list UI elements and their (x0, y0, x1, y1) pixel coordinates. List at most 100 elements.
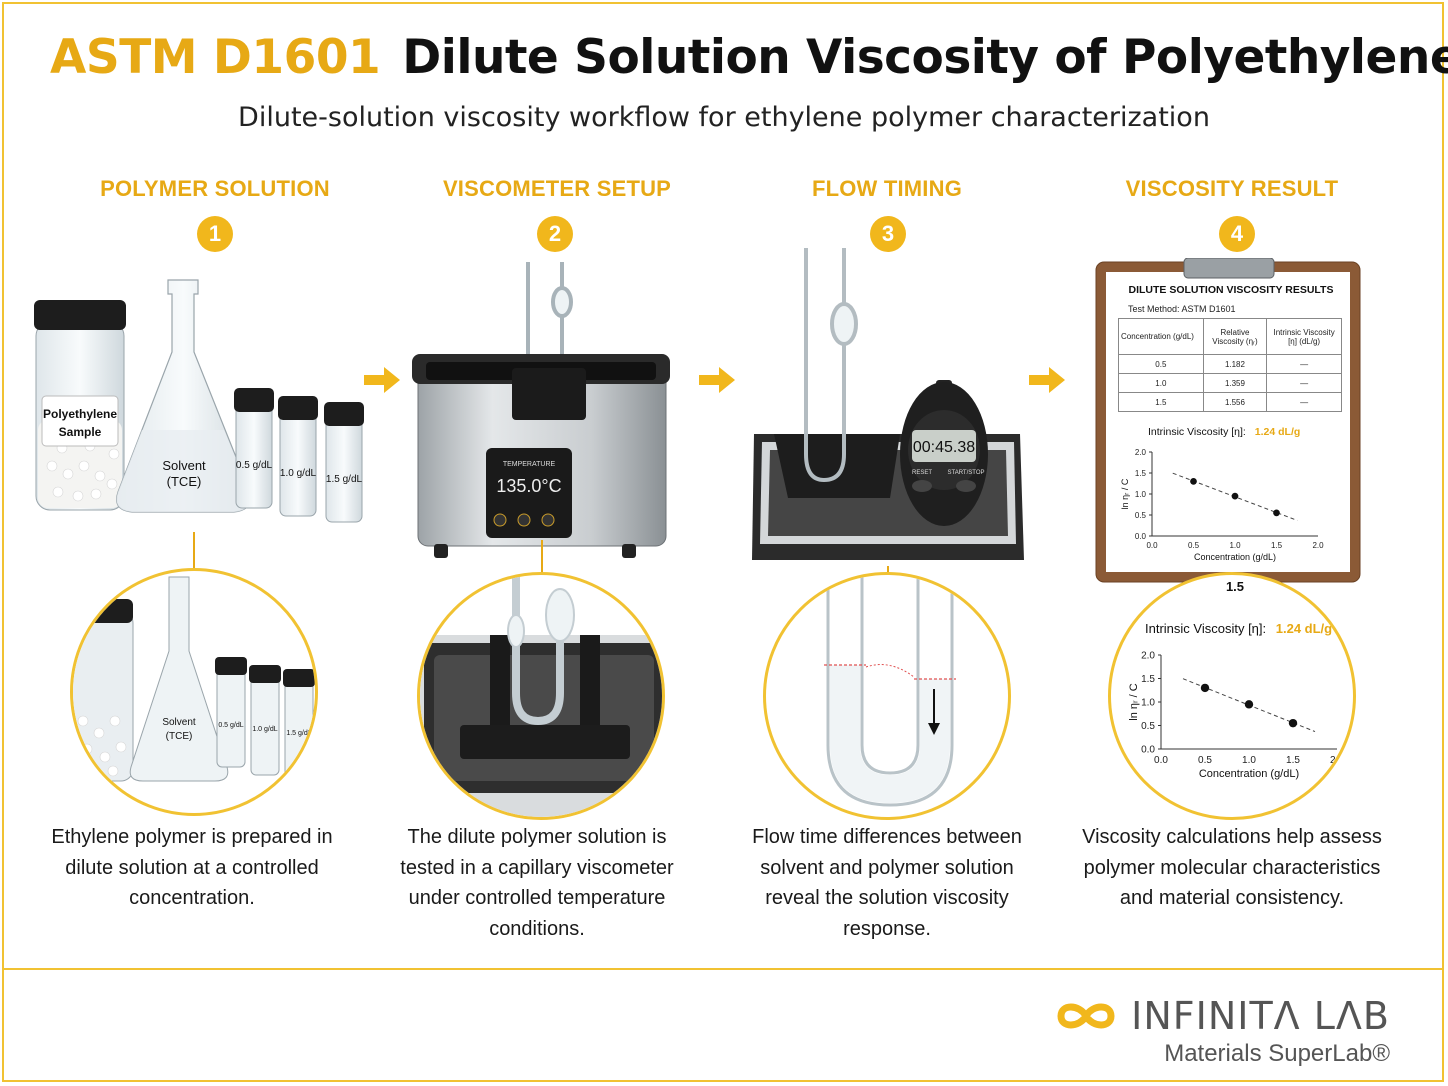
zoom-circle-viscometer (417, 572, 665, 820)
step-3-badge: 3 (870, 216, 906, 252)
table-cell: 0.5 (1118, 354, 1204, 374)
sample-jar: Polyethylene Sample (34, 300, 126, 511)
y-tick-label: 0.5 (1135, 511, 1147, 520)
y-tick-label: 1.5 (1135, 469, 1147, 478)
page-subtitle: Dilute-solution viscosity workflow for e… (238, 102, 1210, 133)
table-cell: — (1266, 354, 1342, 374)
stopwatch-reset-button[interactable] (912, 480, 932, 492)
data-point (1200, 683, 1210, 693)
zoom-flask-label-2: (TCE) (166, 731, 193, 742)
x-tick-label: 1.5 (1271, 541, 1283, 550)
x-tick-label: 0.5 (1198, 755, 1212, 766)
y-tick-label: 2.0 (1141, 651, 1155, 662)
zoom-circle-solution: Solvent (TCE) 0.5 g/dL 1.0 g/dL 1.5 g/dL (70, 568, 318, 816)
arrow-right-icon (1029, 367, 1065, 393)
jar-label-2: Sample (59, 425, 102, 439)
connector-line (541, 540, 543, 574)
y-axis-label: ln ηᵣ / C (1128, 683, 1140, 721)
step-1-badge: 1 (197, 216, 233, 252)
bath-temperature: 135.0°C (496, 476, 561, 496)
step-2-description: The dilute polymer solution is tested in… (400, 826, 674, 940)
table-row: 1.5 1.556 — (1118, 392, 1342, 412)
connector-line (887, 566, 889, 574)
viscometer-bath-scene: TEMPERATURE 135.0°C (412, 262, 670, 558)
y-tick-label: 1.0 (1141, 698, 1155, 709)
x-tick-label: 1.5 (1286, 755, 1300, 766)
results-method: Test Method: ASTM D1601 (1128, 304, 1236, 314)
zoom-circle-flow (763, 572, 1011, 820)
step-2-title: VISCOMETER SETUP (442, 176, 672, 201)
standard-code: ASTM D1601 (50, 30, 381, 85)
title-text: Dilute Solution Viscosity of Polyethylen… (402, 30, 1448, 85)
x-tick-label: 2.0 (1312, 541, 1324, 550)
stopwatch-time: 00:45.38 (913, 439, 975, 456)
bath-button-icon[interactable] (541, 513, 555, 527)
page-title: ASTM D1601 Dilute Solution Viscosity of P… (50, 30, 1448, 85)
x-tick-label: 2.0 (1330, 755, 1344, 766)
zoom-intrinsic-value: 1.24 dL/g (1275, 621, 1333, 636)
y-tick-label: 1.0 (1135, 490, 1147, 499)
jar-label-1: Polyethylene (43, 407, 117, 421)
table-row: 1.0 1.359 — (1118, 373, 1342, 393)
y-tick-label: 2.0 (1135, 448, 1147, 457)
brand-logo: INFINITΛ LΛB Materials SuperLab® (1051, 994, 1390, 1068)
arrow-right-icon (699, 367, 735, 393)
zoom-flask-label-1: Solvent (162, 717, 196, 728)
zoom-intrinsic-text: Intrinsic Viscosity [η]: (1145, 621, 1267, 636)
step-4-title: VISCOSITY RESULT (1125, 176, 1339, 201)
results-col-header: Concentration (g/dL) (1118, 318, 1204, 355)
table-cell: — (1266, 373, 1342, 393)
footer-divider (2, 968, 1444, 970)
stopwatch-reset-label: RESET (912, 470, 932, 476)
bath-display-title: TEMPERATURE (503, 461, 556, 468)
data-point (1190, 478, 1197, 485)
intrinsic-viscosity-label: Intrinsic Viscosity [η]: 1.24 dL/g (1148, 426, 1300, 438)
zoom-circle-results: 1.5 Intrinsic Viscosity [η]: 1.24 dL/g 0… (1108, 572, 1356, 820)
brand-tagline: Materials SuperLab® (1164, 1040, 1390, 1067)
data-point (1244, 700, 1254, 709)
flask-label-2: (TCE) (167, 474, 202, 489)
y-tick-label: 1.5 (1141, 674, 1155, 685)
table-cell: 1.359 (1202, 373, 1268, 393)
zoom-viscometer-illustration (420, 575, 662, 817)
stopwatch-start-button[interactable] (956, 480, 976, 492)
connector-line (193, 532, 195, 572)
step-1-description: Ethylene polymer is prepared in dilute s… (51, 826, 333, 909)
zoom-vial-label: 1.5 g/dL (286, 730, 311, 737)
table-cell: — (1266, 392, 1342, 412)
vial-label-10: 1.0 g/dL (280, 468, 317, 479)
flask-label-1: Solvent (162, 458, 206, 473)
results-clipboard: DILUTE SOLUTION VISCOSITY RESULTS Test M… (1088, 258, 1368, 586)
intrinsic-value: 1.24 dL/g (1254, 426, 1301, 438)
x-axis-label: Concentration (g/dL) (1199, 768, 1299, 780)
zoom-vial-label: 1.0 g/dL (252, 726, 277, 733)
step-2-badge: 2 (537, 216, 573, 252)
table-cell: 1.182 (1202, 354, 1268, 374)
y-tick-label: 0.0 (1141, 745, 1155, 756)
bath-button-icon[interactable] (517, 513, 531, 527)
vial-15: 1.5 g/dL (324, 402, 364, 523)
x-tick-label: 0.0 (1154, 755, 1168, 766)
vial-label-15: 1.5 g/dL (326, 474, 363, 485)
data-point (1273, 509, 1280, 517)
table-cell: 1.5 (1118, 392, 1204, 412)
infinity-icon (1057, 1003, 1115, 1029)
zoom-flow-illustration (824, 575, 956, 807)
bath-button-icon[interactable] (493, 513, 507, 527)
stopwatch-icon: 00:45.38 RESET START/STOP (900, 380, 988, 526)
table-row: 0.5 1.182 — (1118, 354, 1342, 374)
step-1-title: POLYMER SOLUTION (100, 176, 330, 201)
stopwatch-start-label: START/STOP (947, 470, 984, 476)
step-3-title: FLOW TIMING (811, 176, 963, 201)
vial-10: 1.0 g/dL (278, 396, 318, 517)
x-tick-label: 1.0 (1229, 541, 1241, 550)
x-tick-label: 0.5 (1188, 541, 1200, 550)
zoom-intrinsic-label: Intrinsic Viscosity [η]: 1.24 dL/g (1145, 621, 1332, 636)
y-axis-label: ln ηᵣ / C (1120, 478, 1130, 509)
vial-05: 0.5 g/dL (234, 388, 274, 509)
data-point (1288, 718, 1298, 728)
y-tick-label: 0.5 (1141, 721, 1155, 732)
